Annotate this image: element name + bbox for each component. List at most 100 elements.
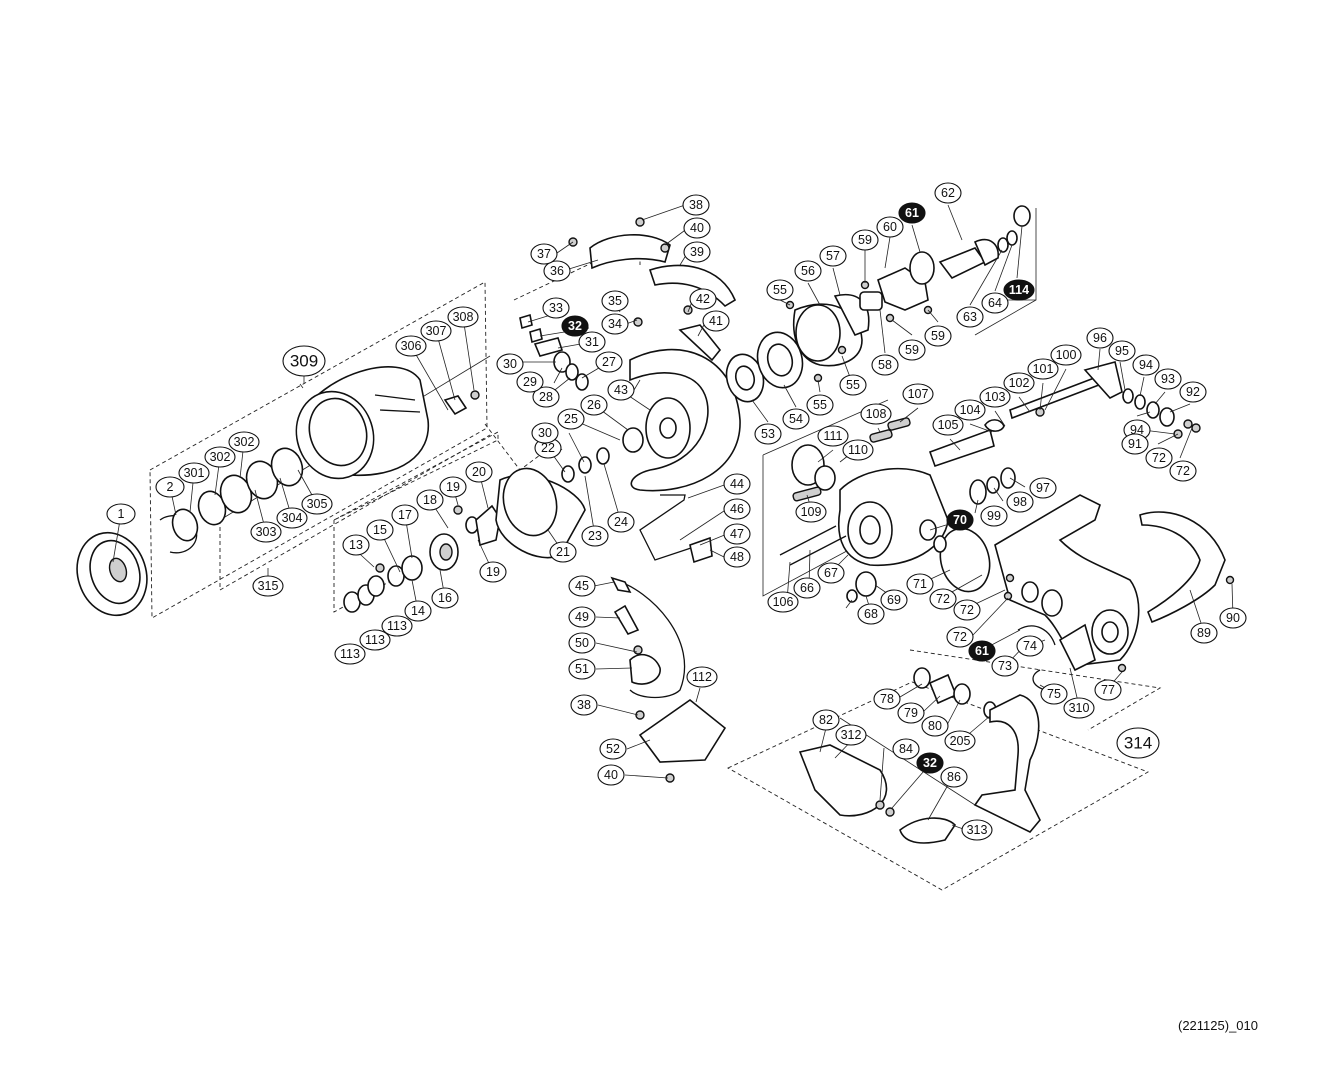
part-label: 17 bbox=[391, 504, 419, 526]
part-label: 84 bbox=[892, 738, 920, 760]
part-label: 80 bbox=[921, 715, 949, 737]
svg-text:32: 32 bbox=[923, 756, 937, 770]
part-label: 113 bbox=[334, 643, 366, 665]
svg-text:27: 27 bbox=[602, 355, 616, 369]
svg-text:58: 58 bbox=[878, 358, 892, 372]
part-label: 2 bbox=[155, 476, 185, 498]
svg-text:20: 20 bbox=[472, 465, 486, 479]
svg-text:75: 75 bbox=[1047, 687, 1061, 701]
svg-text:93: 93 bbox=[1161, 372, 1175, 386]
part-label: 78 bbox=[873, 688, 901, 710]
part-label: 59 bbox=[851, 229, 879, 251]
svg-text:97: 97 bbox=[1036, 481, 1050, 495]
svg-text:72: 72 bbox=[936, 592, 950, 606]
part-label: 107 bbox=[902, 383, 934, 405]
part-label: 52 bbox=[599, 738, 627, 760]
part-label: 72 bbox=[953, 599, 981, 621]
part-label: 72 bbox=[946, 626, 974, 648]
part-label: 49 bbox=[568, 606, 596, 628]
svg-text:108: 108 bbox=[866, 407, 887, 421]
part-label: 29 bbox=[516, 371, 544, 393]
svg-text:46: 46 bbox=[730, 502, 744, 516]
part-label: 312 bbox=[835, 724, 867, 746]
svg-text:29: 29 bbox=[523, 375, 537, 389]
part-label: 93 bbox=[1154, 368, 1182, 390]
svg-text:56: 56 bbox=[801, 264, 815, 278]
part-label: 18 bbox=[416, 489, 444, 511]
part-label: 75 bbox=[1040, 683, 1068, 705]
part-label: 101 bbox=[1027, 358, 1059, 380]
svg-text:302: 302 bbox=[234, 435, 255, 449]
svg-text:34: 34 bbox=[608, 317, 622, 331]
part-label: 302 bbox=[204, 446, 236, 468]
part-label: 57 bbox=[819, 245, 847, 267]
part-label: 23 bbox=[581, 525, 609, 547]
part-label: 98 bbox=[1006, 491, 1034, 513]
svg-text:91: 91 bbox=[1128, 437, 1142, 451]
svg-text:45: 45 bbox=[575, 579, 589, 593]
part-label: 66 bbox=[793, 577, 821, 599]
part-label: 38 bbox=[570, 694, 598, 716]
svg-text:70: 70 bbox=[953, 513, 967, 527]
svg-text:74: 74 bbox=[1023, 639, 1037, 653]
svg-text:14: 14 bbox=[411, 604, 425, 618]
svg-text:205: 205 bbox=[950, 734, 971, 748]
svg-text:72: 72 bbox=[1152, 451, 1166, 465]
part-label: 40 bbox=[683, 217, 711, 239]
svg-text:90: 90 bbox=[1226, 611, 1240, 625]
part-label: 38 bbox=[682, 194, 710, 216]
frame-body bbox=[994, 494, 1235, 691]
part-label: 89 bbox=[1190, 622, 1218, 644]
part-label: 73 bbox=[991, 655, 1019, 677]
svg-text:71: 71 bbox=[913, 577, 927, 591]
svg-text:55: 55 bbox=[773, 283, 787, 297]
part-label: 72 bbox=[929, 588, 957, 610]
part-label: 72 bbox=[1145, 447, 1173, 469]
svg-text:40: 40 bbox=[604, 768, 618, 782]
part-label: 104 bbox=[954, 399, 986, 421]
part-label: 16 bbox=[431, 587, 459, 609]
svg-text:25: 25 bbox=[564, 412, 578, 426]
svg-text:89: 89 bbox=[1197, 626, 1211, 640]
part-label: 60 bbox=[876, 216, 904, 238]
svg-text:33: 33 bbox=[549, 301, 563, 315]
part-label-highlight: 32 bbox=[916, 752, 944, 774]
svg-text:31: 31 bbox=[585, 335, 599, 349]
assembly-label: 314 bbox=[1116, 727, 1160, 759]
part-label: 108 bbox=[860, 403, 892, 425]
svg-text:67: 67 bbox=[824, 566, 838, 580]
part-label: 43 bbox=[607, 379, 635, 401]
svg-text:42: 42 bbox=[696, 292, 710, 306]
svg-text:21: 21 bbox=[556, 545, 570, 559]
part-label: 301 bbox=[178, 462, 210, 484]
part-label: 55 bbox=[766, 279, 794, 301]
part-label: 103 bbox=[979, 386, 1011, 408]
svg-text:82: 82 bbox=[819, 713, 833, 727]
part-label: 50 bbox=[568, 632, 596, 654]
svg-text:44: 44 bbox=[730, 477, 744, 491]
svg-text:307: 307 bbox=[426, 324, 447, 338]
svg-text:60: 60 bbox=[883, 220, 897, 234]
svg-text:305: 305 bbox=[307, 497, 328, 511]
svg-text:13: 13 bbox=[349, 538, 363, 552]
svg-text:113: 113 bbox=[340, 647, 360, 661]
svg-text:95: 95 bbox=[1115, 344, 1129, 358]
part-label: 99 bbox=[980, 505, 1008, 527]
part-label: 56 bbox=[794, 260, 822, 282]
part-label: 205 bbox=[944, 730, 976, 752]
part-label: 112 bbox=[686, 666, 718, 688]
part-label: 53 bbox=[754, 423, 782, 445]
part-label: 100 bbox=[1050, 344, 1082, 366]
part-label: 19 bbox=[439, 476, 467, 498]
svg-text:100: 100 bbox=[1056, 348, 1077, 362]
svg-text:77: 77 bbox=[1101, 683, 1115, 697]
part-label-highlight: 61 bbox=[898, 202, 926, 224]
drive-gear-cluster bbox=[343, 427, 644, 613]
pinion-assembly bbox=[725, 205, 1031, 403]
svg-text:57: 57 bbox=[826, 249, 840, 263]
handle-assembly bbox=[798, 667, 1041, 844]
part-label-highlight: 114 bbox=[1003, 279, 1035, 301]
svg-text:28: 28 bbox=[539, 390, 553, 404]
svg-text:55: 55 bbox=[813, 398, 827, 412]
svg-text:92: 92 bbox=[1186, 385, 1200, 399]
